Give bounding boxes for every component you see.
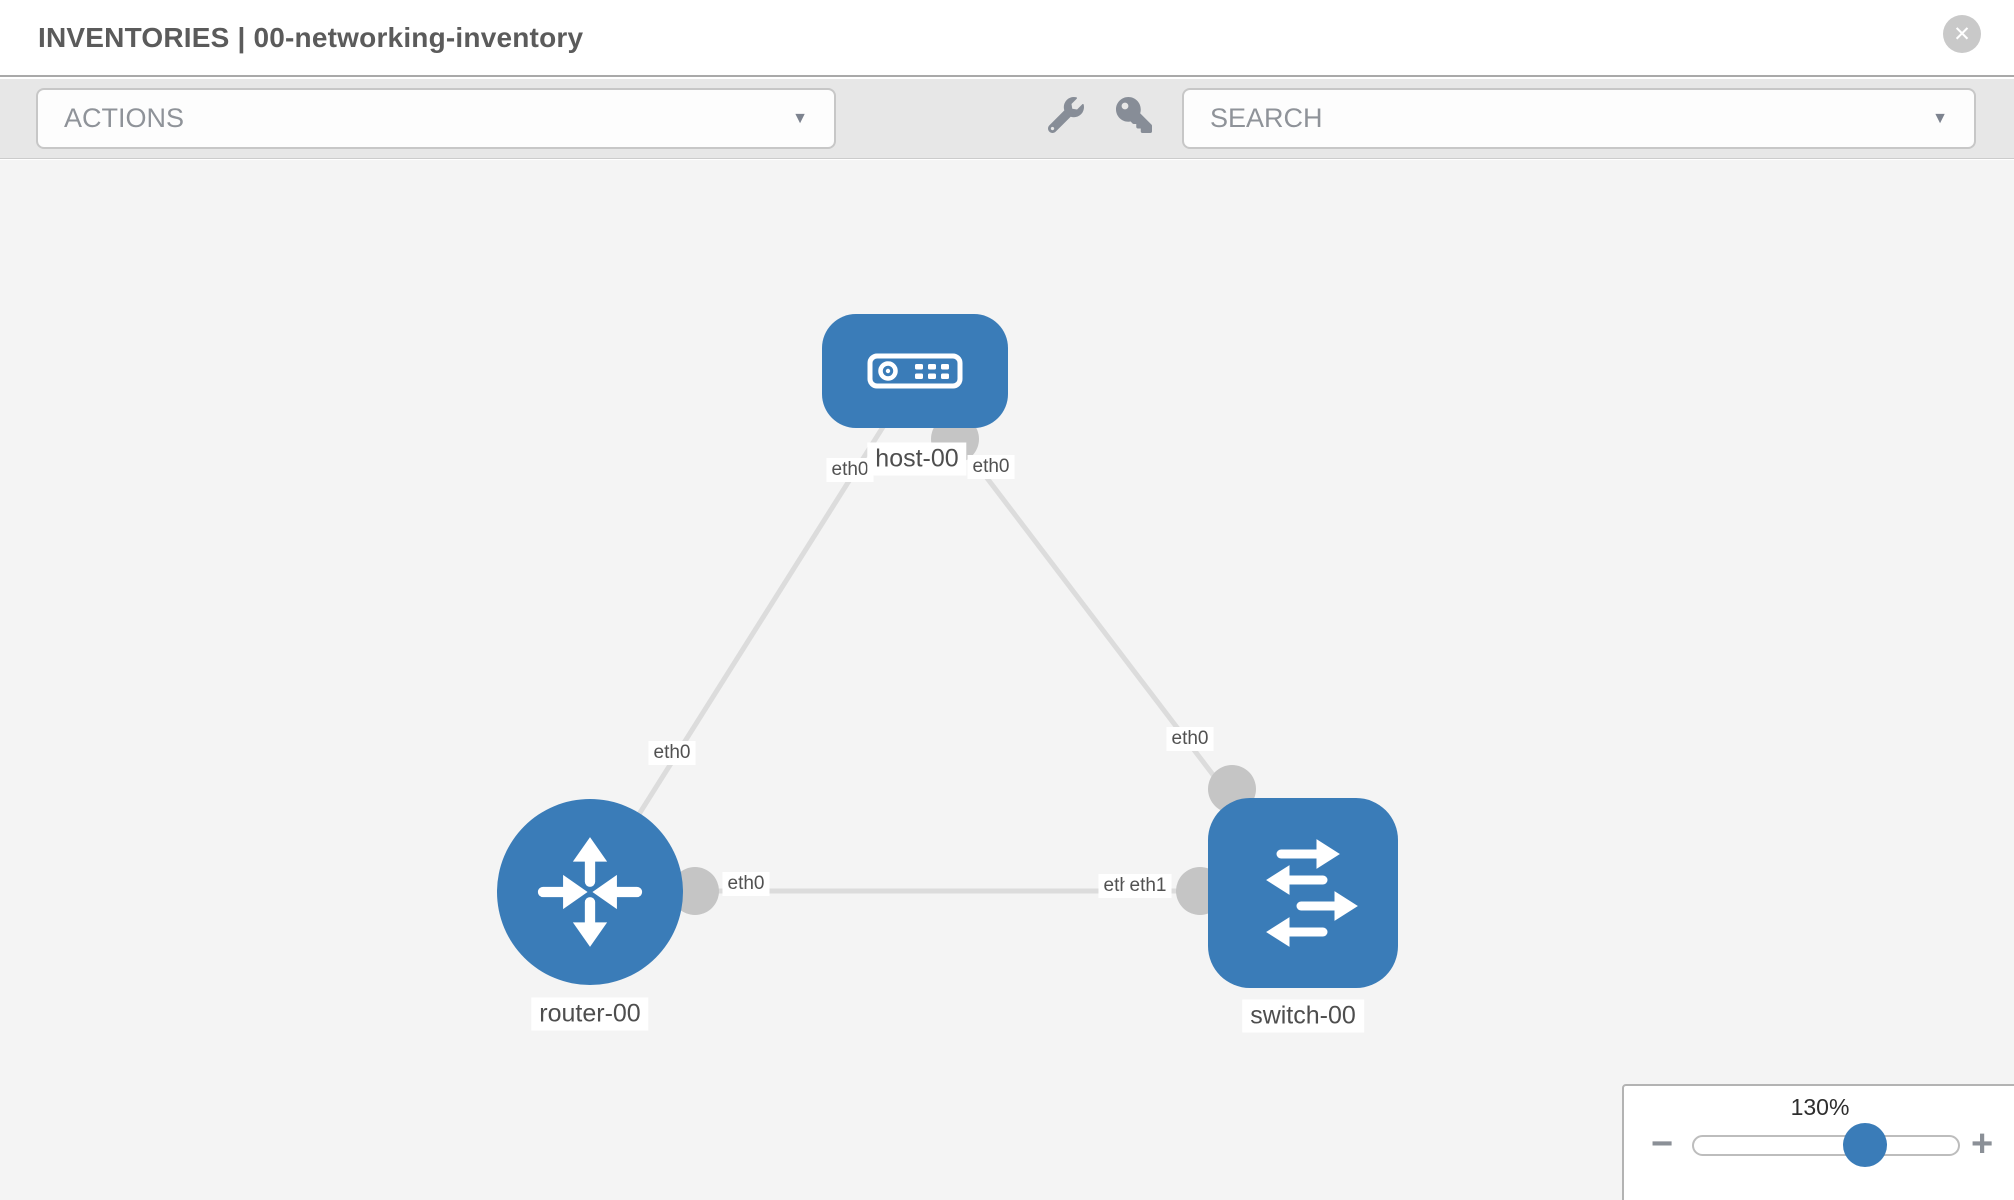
window-header: INVENTORIES | 00-networking-inventory ✕ — [0, 0, 2014, 77]
zoom-in-button[interactable]: + — [1971, 1123, 1994, 1165]
zoom-level-value: 130% — [1790, 1094, 1850, 1120]
topology-canvas[interactable]: host-00 router-00 switch-00 eth0 eth0 et… — [0, 160, 2014, 1200]
node-router-00[interactable] — [497, 799, 683, 985]
toolbar: ACTIONS ▼ SEARCH ▼ — [0, 79, 2014, 159]
actions-dropdown[interactable]: ACTIONS ▼ — [36, 88, 836, 149]
if-label-switch-eth0-up: eth0 — [1166, 727, 1214, 751]
node-label-switch: switch-00 — [1242, 999, 1364, 1033]
if-label-router-eth0-up: eth0 — [648, 741, 696, 765]
links-layer — [587, 371, 1305, 915]
page-title: INVENTORIES | 00-networking-inventory — [38, 22, 584, 53]
if-label-switch-eth1: eth1 — [1124, 874, 1172, 898]
search-dropdown[interactable]: SEARCH ▼ — [1182, 88, 1976, 149]
close-button[interactable]: ✕ — [1943, 15, 1981, 53]
switch-icon — [1266, 839, 1358, 947]
key-icon[interactable] — [1116, 97, 1152, 133]
search-dropdown-label: SEARCH — [1210, 103, 1323, 133]
server-icon — [867, 353, 963, 389]
if-label-host-eth0-left: eth0 — [826, 458, 874, 482]
zoom-slider-track[interactable] — [1692, 1135, 1960, 1156]
chevron-down-icon: ▼ — [1932, 109, 1948, 127]
endpoint-dot-router-eth0 — [671, 867, 719, 915]
router-icon — [537, 837, 643, 947]
node-label-router: router-00 — [531, 997, 649, 1031]
node-switch-00[interactable] — [1208, 798, 1398, 988]
zoom-out-button[interactable]: − — [1651, 1123, 1674, 1165]
if-label-host-eth0-right: eth0 — [967, 455, 1015, 479]
close-icon: ✕ — [1953, 22, 1971, 46]
actions-dropdown-label: ACTIONS — [64, 103, 185, 133]
zoom-slider-thumb[interactable] — [1843, 1123, 1887, 1167]
chevron-down-icon: ▼ — [792, 109, 808, 127]
node-host-00[interactable] — [822, 314, 1008, 428]
wrench-icon[interactable] — [1047, 97, 1084, 134]
zoom-control-panel: 130% − + — [1622, 1084, 2014, 1200]
if-label-router-eth0-mid: eth0 — [722, 872, 770, 896]
node-label-host: host-00 — [867, 442, 967, 476]
